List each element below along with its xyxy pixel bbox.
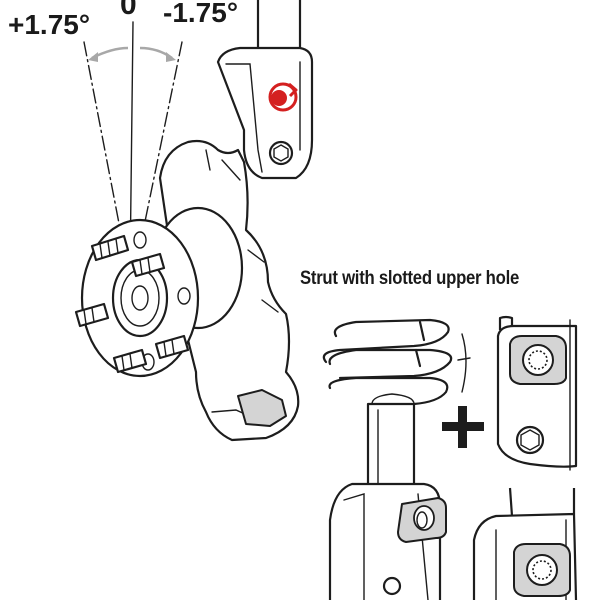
lug-hole — [133, 231, 147, 249]
replacement-bracket — [496, 315, 578, 471]
slotted-strut-detail — [322, 315, 578, 600]
wheel-stud-icon — [154, 334, 190, 360]
angle-zero-label: 0 — [120, 0, 137, 21]
hub-assembly — [74, 206, 244, 378]
slotted-strut-caption: Strut with slotted upper hole — [300, 268, 519, 289]
lug-hole — [177, 287, 191, 305]
wheel-stud-icon — [130, 252, 166, 278]
angle-negative-label: -1.75° — [163, 0, 238, 28]
leader-line — [461, 333, 467, 393]
knuckle-lower-boss — [237, 389, 287, 427]
lower-bolt-hole — [382, 576, 402, 596]
arrowhead-icon — [166, 52, 176, 62]
angle-positive-label: +1.75° — [8, 9, 90, 40]
slotted-plate-icon — [509, 335, 567, 385]
slotted-plate-icon — [513, 543, 571, 597]
replacement-bracket — [472, 487, 578, 600]
upper-strut — [216, 0, 314, 180]
eccentric-bolt-icon — [268, 82, 298, 112]
wheel-stud-icon — [112, 348, 148, 374]
plus-icon — [442, 406, 484, 448]
coil-spring — [322, 318, 453, 406]
lower-strut-bolt-icon — [268, 140, 294, 166]
slotted-plate-icon — [397, 497, 447, 543]
wheel-stud-icon — [90, 234, 130, 262]
wheel-stud-icon — [74, 302, 110, 328]
arrowhead-icon — [88, 52, 98, 62]
bolt-icon — [515, 425, 545, 455]
